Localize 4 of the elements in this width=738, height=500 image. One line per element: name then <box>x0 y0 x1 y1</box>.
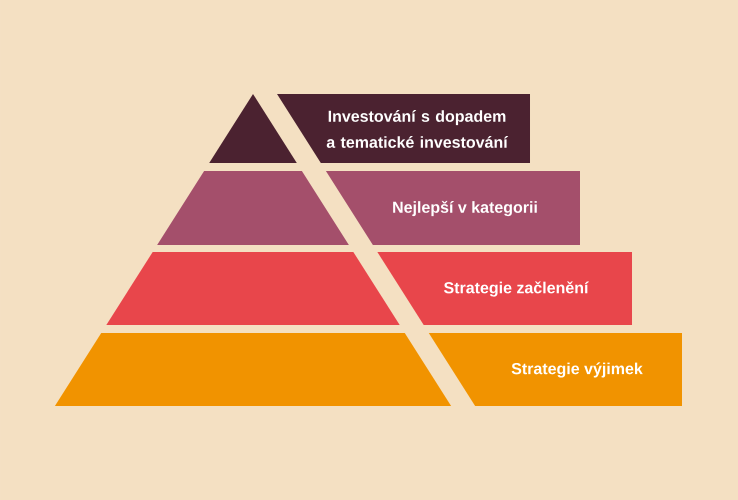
pyramid-segment <box>54 332 452 406</box>
pyramid-segment <box>106 252 400 325</box>
pyramid-tip <box>209 94 297 163</box>
pyramid-segment <box>157 171 349 245</box>
